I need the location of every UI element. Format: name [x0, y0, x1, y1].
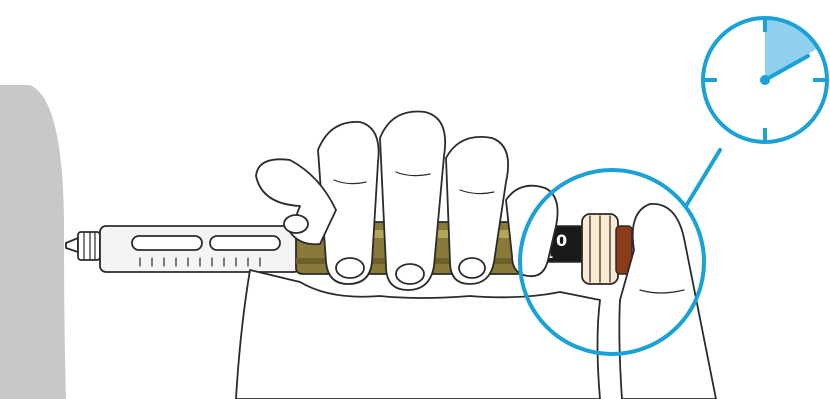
thumb-on-button — [619, 204, 716, 399]
pen-needle-cap — [78, 232, 100, 260]
pen-window-left — [132, 236, 202, 250]
stopwatch-elapsed-segment — [765, 18, 818, 80]
dose-digit-top: 0 — [556, 231, 567, 250]
magnifier-connector — [686, 150, 720, 206]
skin-surface — [0, 85, 66, 399]
pressing-thumb — [619, 204, 716, 399]
pen-needle-tip — [66, 238, 78, 252]
stopwatch-icon — [703, 18, 827, 142]
pen-window-right — [210, 236, 280, 250]
